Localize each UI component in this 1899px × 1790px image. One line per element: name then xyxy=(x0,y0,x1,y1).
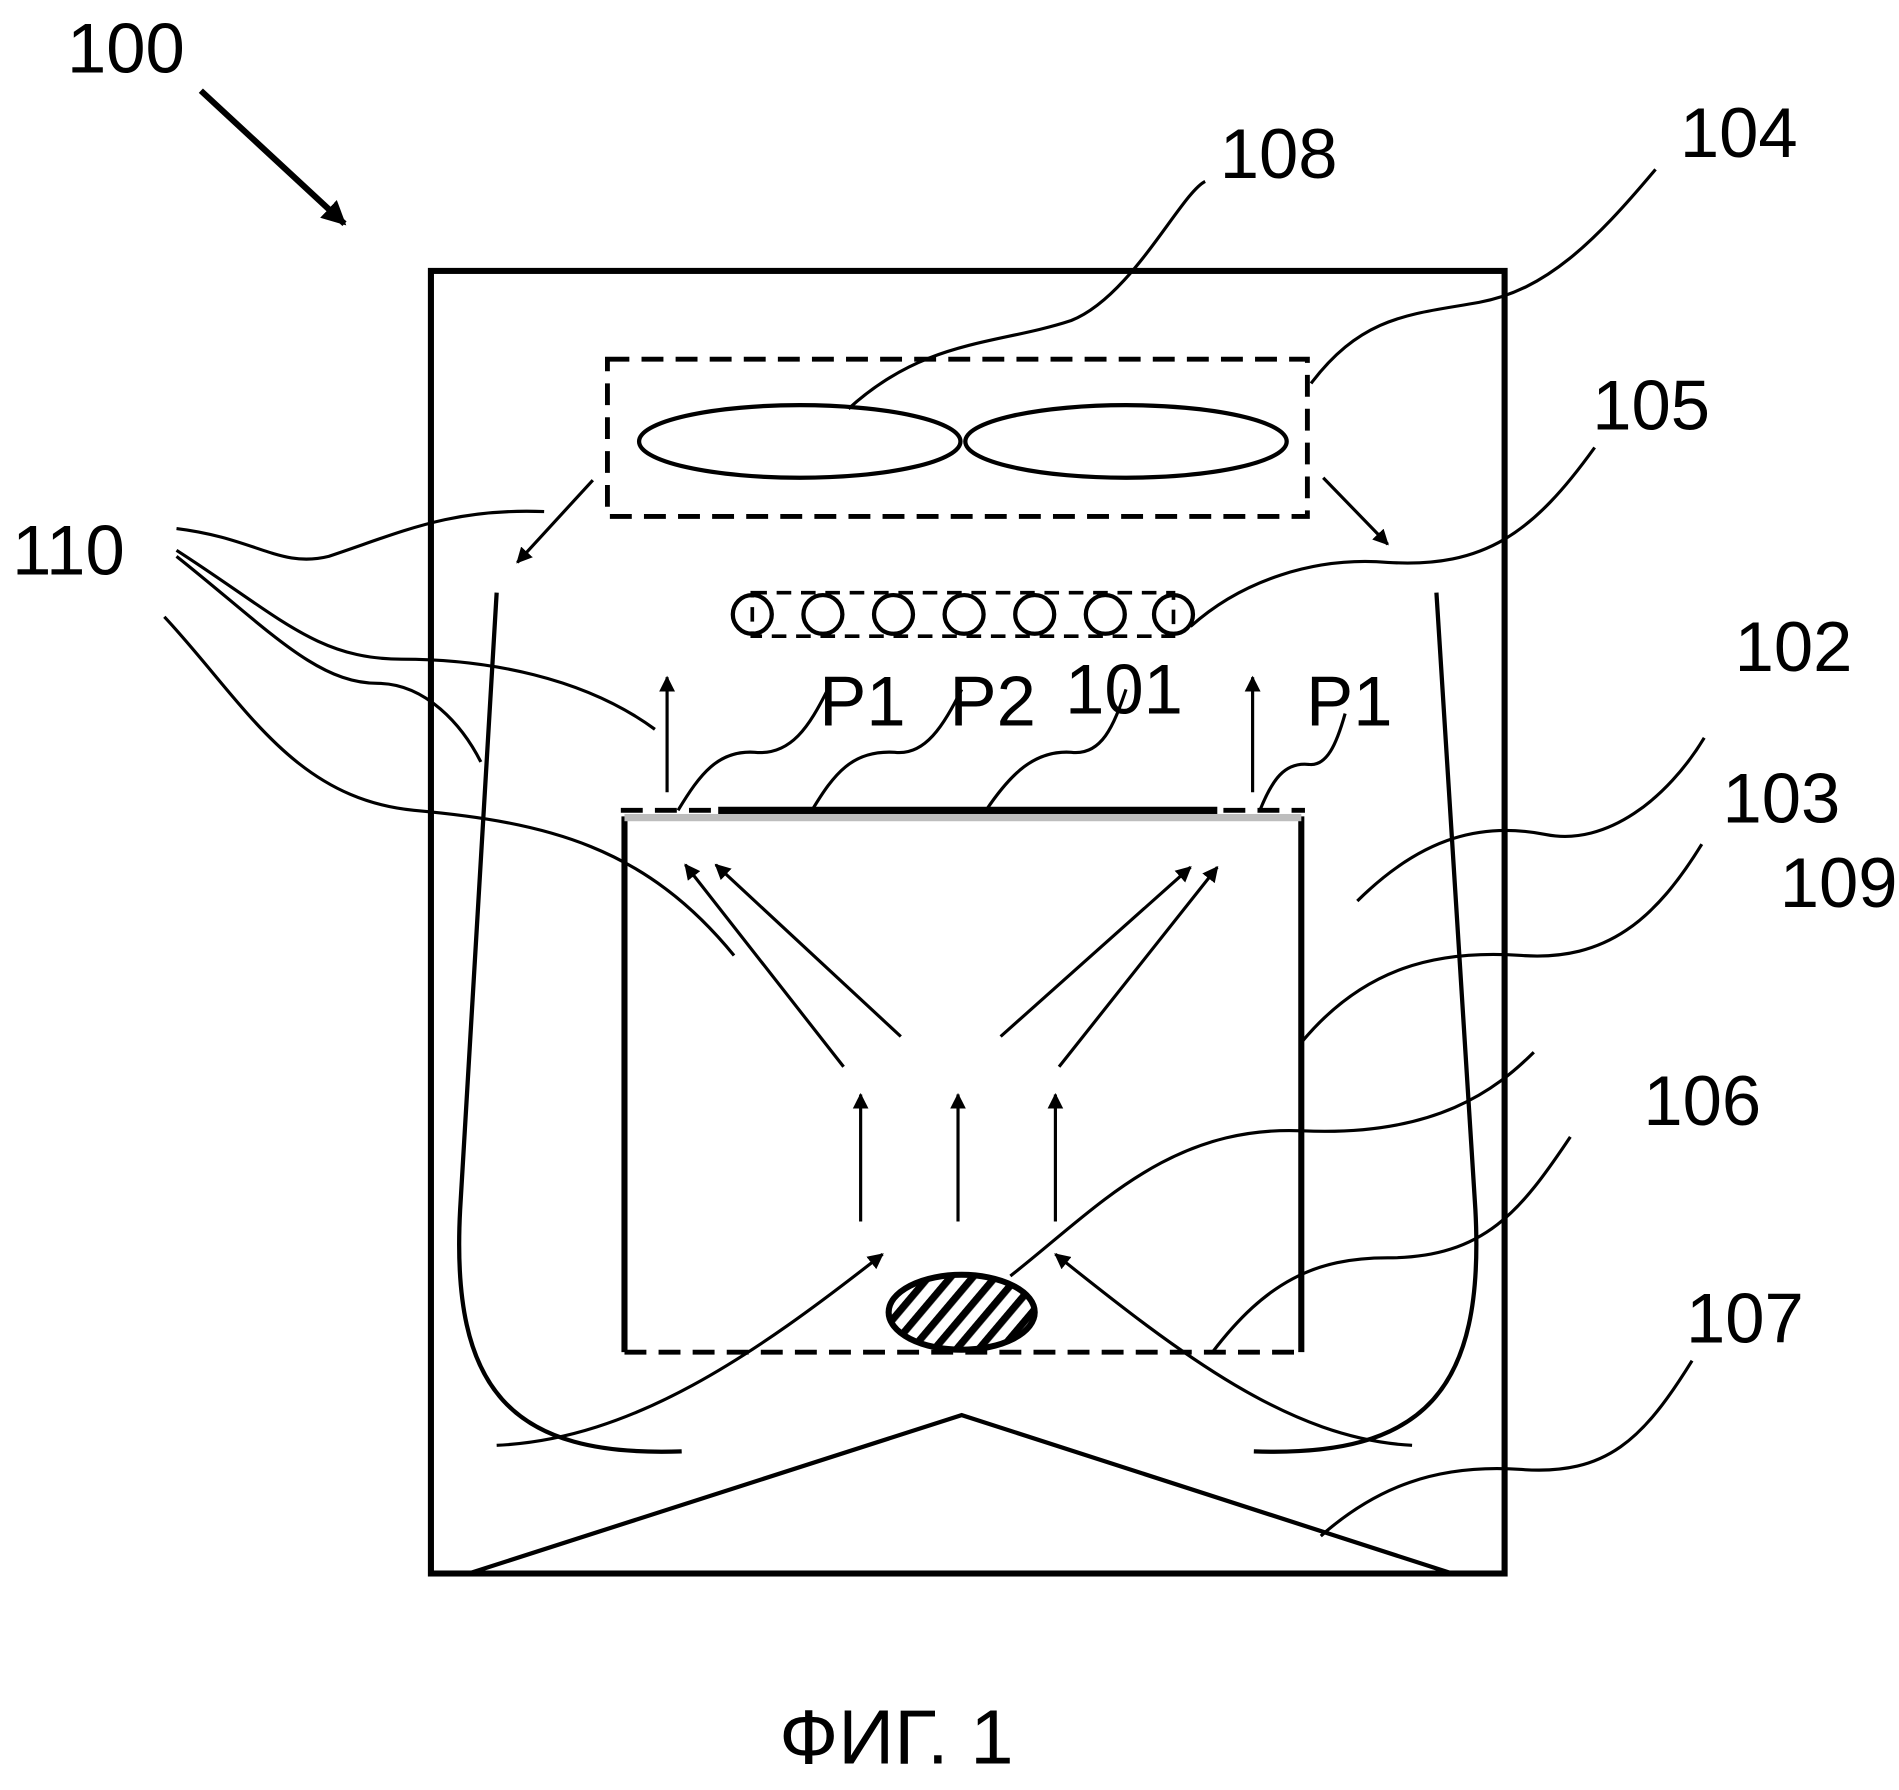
inner-chamber xyxy=(621,810,1305,1352)
label-102: 102 xyxy=(1735,607,1853,686)
fan-outlet-arrow-right xyxy=(1323,478,1388,545)
figure-caption: ФИГ. 1 xyxy=(779,1695,1013,1781)
label-p1-left: P1 xyxy=(819,662,905,741)
device-pointer-arrow xyxy=(201,91,345,224)
label-103: 103 xyxy=(1722,759,1840,838)
label-p2: P2 xyxy=(950,662,1036,741)
label-100: 100 xyxy=(67,9,185,88)
label-101: 101 xyxy=(1065,650,1183,729)
label-108: 108 xyxy=(1220,114,1338,193)
heater-elements xyxy=(733,593,1193,637)
label-109: 109 xyxy=(1780,843,1898,922)
object-106 xyxy=(889,1275,1035,1350)
label-104: 104 xyxy=(1680,93,1798,172)
fan-icon xyxy=(639,405,1287,478)
label-107: 107 xyxy=(1686,1279,1804,1358)
label-110: 110 xyxy=(12,511,125,590)
label-p1-right: P1 xyxy=(1306,662,1392,741)
left-return-wall xyxy=(459,593,682,1452)
base-deflector xyxy=(469,1415,1453,1573)
internal-airflow xyxy=(497,865,1412,1446)
label-105: 105 xyxy=(1592,366,1710,445)
label-106: 106 xyxy=(1643,1061,1761,1140)
fan-outlet-arrow-left xyxy=(517,480,592,562)
outer-housing xyxy=(431,271,1505,1574)
